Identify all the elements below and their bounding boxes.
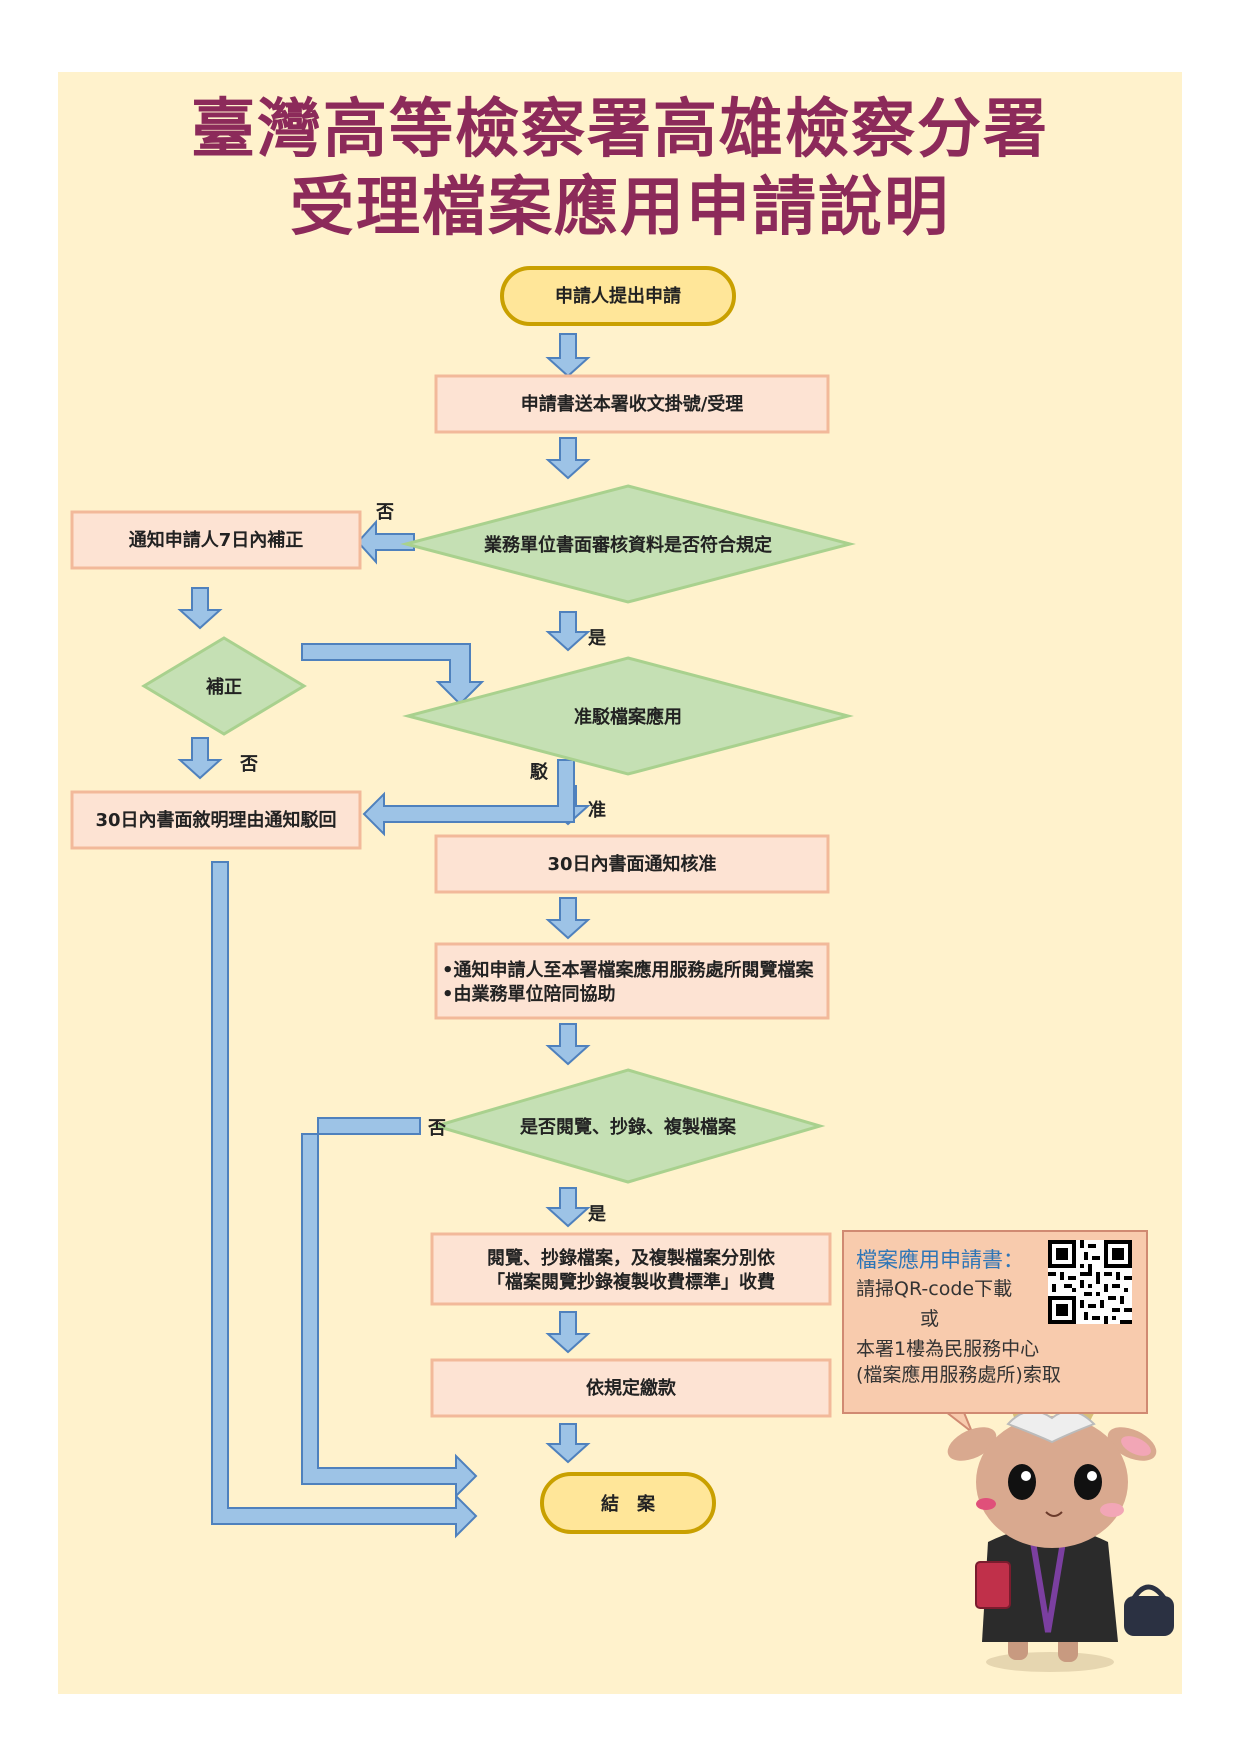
poster: 臺灣高等檢察署高雄檢察分署 受理檔案應用申請說明 <box>58 72 1182 1694</box>
callout-title: 檔案應用申請書： <box>856 1248 1024 1272</box>
arrow-visit-to-view <box>545 1023 591 1066</box>
label-view-yes: 是 <box>587 1204 606 1225</box>
callout-line-2: 或 <box>920 1308 940 1330</box>
fix-diamond <box>141 636 307 736</box>
label-reject: 駁 <box>529 761 549 783</box>
visit-box-line-2: •由業務單位陪同協助 <box>442 983 616 1005</box>
label-review-no: 否 <box>375 502 394 523</box>
fee-box-line-1: 閱覽、抄錄檔案，及複製檔案分別依 <box>487 1247 776 1269</box>
view-diamond-label: 是否閱覽、抄錄、複製檔案 <box>519 1116 737 1138</box>
reject-notice-box <box>70 790 362 850</box>
visit-box-line-1: •通知申請人至本署檔案應用服務處所閱覽檔案 <box>442 959 815 981</box>
label-view-no: 否 <box>427 1118 446 1139</box>
approve-notice-box-label: 30日內書面通知核准 <box>547 853 716 875</box>
approve-diamond-label: 准駁檔案應用 <box>574 706 682 728</box>
start-node-label: 申請人提出申請 <box>555 285 681 307</box>
start-node <box>500 266 736 326</box>
callout-line-1: 請掃QR-code下載 <box>856 1278 1013 1300</box>
label-review-yes: 是 <box>587 628 606 649</box>
visit-box <box>434 942 830 1020</box>
title-line-1: 臺灣高等檢察署高雄檢察分署 <box>191 93 1049 167</box>
reject-notice-box-label: 30日內書面敘明理由通知駁回 <box>95 809 336 831</box>
pay-box-label: 依規定繳款 <box>586 1377 677 1399</box>
callout-line-4: (檔案應用服務處所)索取 <box>856 1364 1061 1386</box>
fix-diamond-label: 補正 <box>205 676 242 698</box>
arrow-review-to-approve <box>545 611 591 652</box>
arrow-view-no <box>301 1117 478 1499</box>
arrow-fix-to-approve <box>301 643 485 706</box>
review-diamond-label: 業務單位書面審核資料是否符合規定 <box>483 534 772 556</box>
label-approve: 准 <box>588 799 606 821</box>
approve-notice-box <box>434 834 830 894</box>
arrow-start-to-receive <box>545 333 591 378</box>
receive-box-label: 申請書送本署收文掛號/受理 <box>521 393 744 415</box>
mascot-illustration <box>947 1390 1174 1672</box>
title-line-2: 受理檔案應用申請說明 <box>290 171 950 245</box>
arrow-pay-to-end <box>545 1423 591 1464</box>
end-node <box>540 1472 716 1534</box>
fee-box-line-2: 「檔案閱覽抄錄複製收費標準」收費 <box>487 1271 775 1293</box>
callout-line-3: 本署1樓為民服務中心 <box>856 1338 1040 1360</box>
notify-fix-box <box>70 510 362 570</box>
arrow-notify-to-fix <box>177 587 223 630</box>
arrow-fix-no <box>177 737 223 780</box>
approve-diamond <box>402 656 854 776</box>
arrow-reject-to-end <box>211 861 478 1539</box>
pay-box <box>430 1358 832 1418</box>
fee-box <box>430 1232 832 1306</box>
label-fix-no: 否 <box>239 754 258 775</box>
receive-box <box>434 374 830 434</box>
notify-fix-box-label: 通知申請人7日內補正 <box>129 529 304 551</box>
flowchart: 申請人提出申請 結 案 申請書送本署收文掛號/受理 通知申請人7日內補正 30日… <box>70 266 1174 1672</box>
arrow-review-no <box>356 519 415 565</box>
arrow-fee-to-pay <box>545 1311 591 1354</box>
end-node-label: 結 案 <box>601 1493 656 1515</box>
view-diamond <box>430 1068 826 1184</box>
arrow-approve-reject <box>362 759 575 837</box>
arrow-receive-to-review <box>545 437 591 480</box>
qr-code-icon <box>1048 1240 1132 1324</box>
callout-box: 檔案應用申請書： 請掃QR-code下載 或 本署1樓為民服務中心 (檔案應用服… <box>842 1230 1148 1414</box>
arrow-notice-to-visit <box>545 897 591 940</box>
review-diamond <box>400 484 856 604</box>
arrow-view-to-fee <box>545 1187 591 1228</box>
